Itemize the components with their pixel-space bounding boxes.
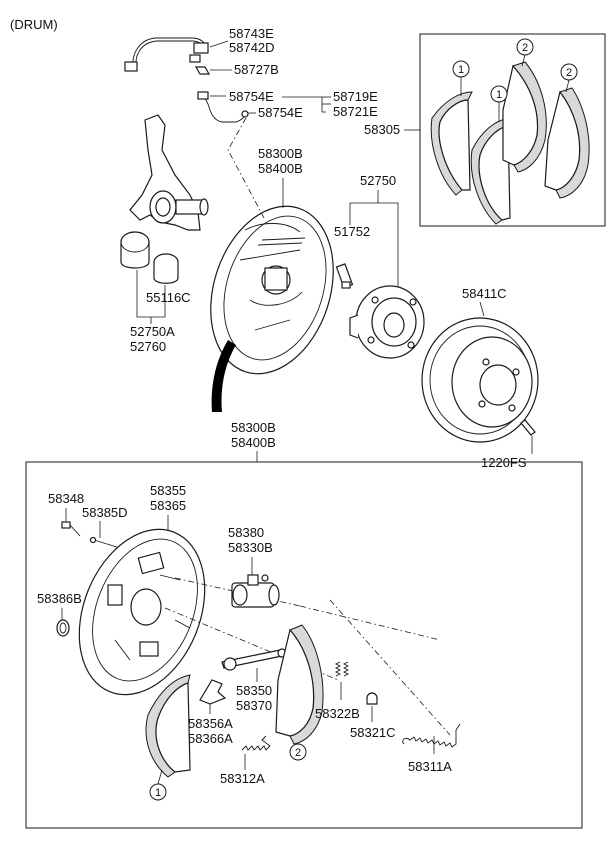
label-51752: 51752 — [334, 224, 370, 239]
label-58300B-mid: 58300B — [231, 420, 276, 435]
label-58721E: 58721E — [333, 104, 378, 119]
callout-2-shoe-a: 2 — [516, 38, 534, 67]
svg-text:1: 1 — [458, 64, 464, 76]
bushing-small — [153, 253, 179, 284]
label-58366A: 58366A — [188, 731, 233, 746]
label-52750: 52750 — [360, 173, 396, 188]
bolt-58348 — [61, 521, 81, 537]
label-58365: 58365 — [150, 498, 186, 513]
label-58386B: 58386B — [37, 591, 82, 606]
svg-text:1: 1 — [155, 787, 161, 799]
brake-shoe-1a — [430, 91, 473, 196]
svg-text:1: 1 — [496, 89, 502, 101]
label-58356A: 58356A — [188, 716, 233, 731]
wheel-hub — [349, 285, 425, 359]
label-58400B-top: 58400B — [258, 161, 303, 176]
callout-1-leading-shoe: 1 — [149, 769, 167, 801]
steering-knuckle — [129, 114, 209, 231]
zoom-pointer — [211, 340, 236, 412]
brake-shoe-1b — [470, 117, 511, 225]
diagram-title: (DRUM) — [10, 17, 58, 32]
svg-text:2: 2 — [566, 67, 572, 79]
brake-shoe-leading — [145, 674, 191, 778]
label-58754E-a: 58754E — [229, 89, 274, 104]
callout-1-shoe-a: 1 — [452, 60, 470, 96]
backing-plate — [78, 528, 206, 696]
label-58370: 58370 — [236, 698, 272, 713]
adjuster-assembly — [221, 648, 287, 671]
o-ring-58386B — [56, 619, 70, 637]
brake-shoe-trailing — [275, 624, 324, 745]
cup-58321C — [366, 692, 378, 705]
svg-text:2: 2 — [522, 42, 528, 54]
pin-58385D — [89, 536, 121, 549]
brake-shoe-2a — [502, 61, 547, 173]
wheel-cylinder — [231, 574, 280, 608]
label-58355: 58355 — [150, 483, 186, 498]
label-58300B-top: 58300B — [258, 146, 303, 161]
label-58754E-b: 58754E — [258, 105, 303, 120]
label-58330B: 58330B — [228, 540, 273, 555]
brake-shoe-2b — [544, 87, 590, 199]
callout-1-shoe-b: 1 — [490, 85, 508, 122]
spring-58322B — [334, 661, 350, 677]
label-58380: 58380 — [228, 525, 264, 540]
label-58400B-mid: 58400B — [231, 435, 276, 450]
label-58719E: 58719E — [333, 89, 378, 104]
label-58350: 58350 — [236, 683, 272, 698]
label-58311A: 58311A — [408, 759, 452, 774]
label-58743E: 58743E — [229, 26, 274, 41]
exploded-view-frame — [25, 461, 583, 829]
label-52750A: 52750A — [130, 324, 175, 339]
label-58312A: 58312A — [220, 771, 265, 786]
label-52760: 52760 — [130, 339, 166, 354]
backing-plate-assembly — [210, 205, 334, 375]
wheel-bolt — [335, 263, 354, 289]
brake-drum — [421, 317, 539, 443]
label-58348: 58348 — [48, 491, 84, 506]
label-55116C: 55116C — [146, 290, 191, 305]
drum-screw — [520, 419, 536, 436]
spring-58311A — [402, 723, 461, 748]
brake-hose — [124, 37, 209, 72]
spring-58312A — [241, 735, 271, 751]
brake-tube — [197, 91, 249, 123]
svg-text:2: 2 — [295, 747, 301, 759]
callout-2-trailing-shoe: 2 — [289, 743, 307, 761]
label-58385D: 58385D — [82, 505, 128, 520]
callout-2-shoe-b: 2 — [560, 63, 578, 93]
label-58321C: 58321C — [350, 725, 396, 740]
bushing-large — [120, 231, 150, 269]
label-58727B: 58727B — [234, 62, 279, 77]
label-58411C: 58411C — [462, 286, 507, 301]
label-58305: 58305 — [364, 122, 400, 137]
label-58742D: 58742D — [229, 40, 275, 55]
label-58322B: 58322B — [315, 706, 360, 721]
hose-clip — [194, 66, 211, 75]
adjust-lever — [199, 679, 227, 705]
